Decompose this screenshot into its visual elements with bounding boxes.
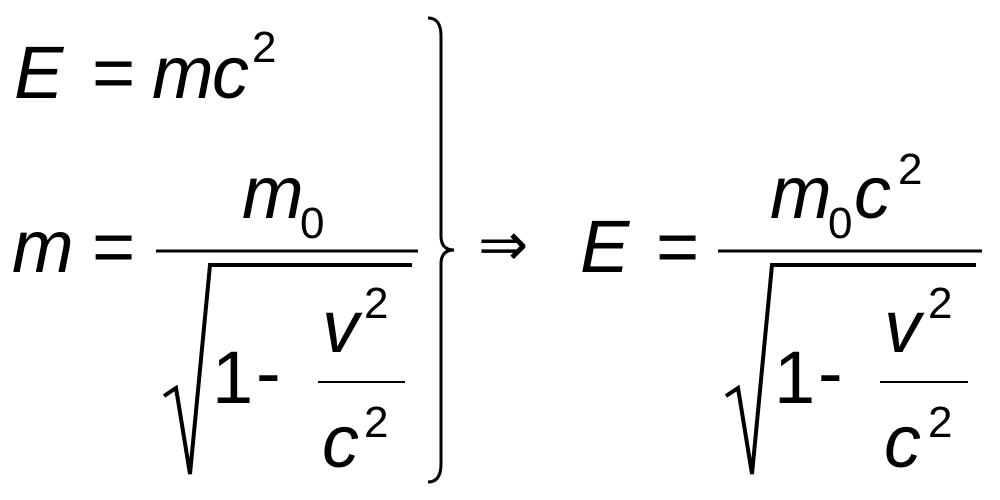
velocity-exponent: 2 (928, 279, 952, 328)
square-root-radical (162, 263, 412, 475)
right-curly-brace (427, 16, 455, 484)
equation-relativistic-mass: m = m 0 1 - v 2 c 2 (12, 151, 418, 483)
light-speed-symbol: c (854, 151, 891, 234)
minus-sign: - (818, 331, 843, 414)
equals-sign: = (92, 31, 135, 114)
exponent-two: 2 (252, 23, 276, 72)
rest-mass-subscript: 0 (828, 199, 852, 248)
equation-mass-energy: E = m c 2 (14, 23, 276, 114)
number-one: 1 (774, 336, 815, 419)
velocity-exponent: 2 (364, 279, 388, 328)
minus-sign: - (256, 331, 281, 414)
equation-relativistic-energy: E = m 0 c 2 1 - v 2 c 2 (580, 145, 982, 483)
rest-mass-symbol: m (770, 151, 832, 234)
rest-mass-subscript: 0 (300, 199, 324, 248)
equals-sign: = (656, 205, 699, 288)
mass-symbol: m (152, 31, 214, 114)
mass-symbol: m (12, 205, 74, 288)
exponent-two: 2 (898, 145, 922, 194)
velocity-symbol: v (322, 285, 363, 368)
light-speed-exponent: 2 (928, 398, 952, 447)
number-one: 1 (212, 336, 253, 419)
light-speed-symbol: c (884, 400, 921, 483)
energy-symbol: E (580, 205, 631, 288)
velocity-symbol: v (884, 285, 925, 368)
light-speed-exponent: 2 (364, 398, 388, 447)
implies-arrow: ⇒ (478, 210, 528, 280)
rest-mass-symbol: m (242, 151, 304, 234)
light-speed-symbol: c (322, 400, 359, 483)
energy-symbol: E (14, 31, 65, 114)
equals-sign: = (92, 205, 135, 288)
light-speed-symbol: c (212, 31, 249, 114)
square-root-radical (724, 263, 976, 475)
